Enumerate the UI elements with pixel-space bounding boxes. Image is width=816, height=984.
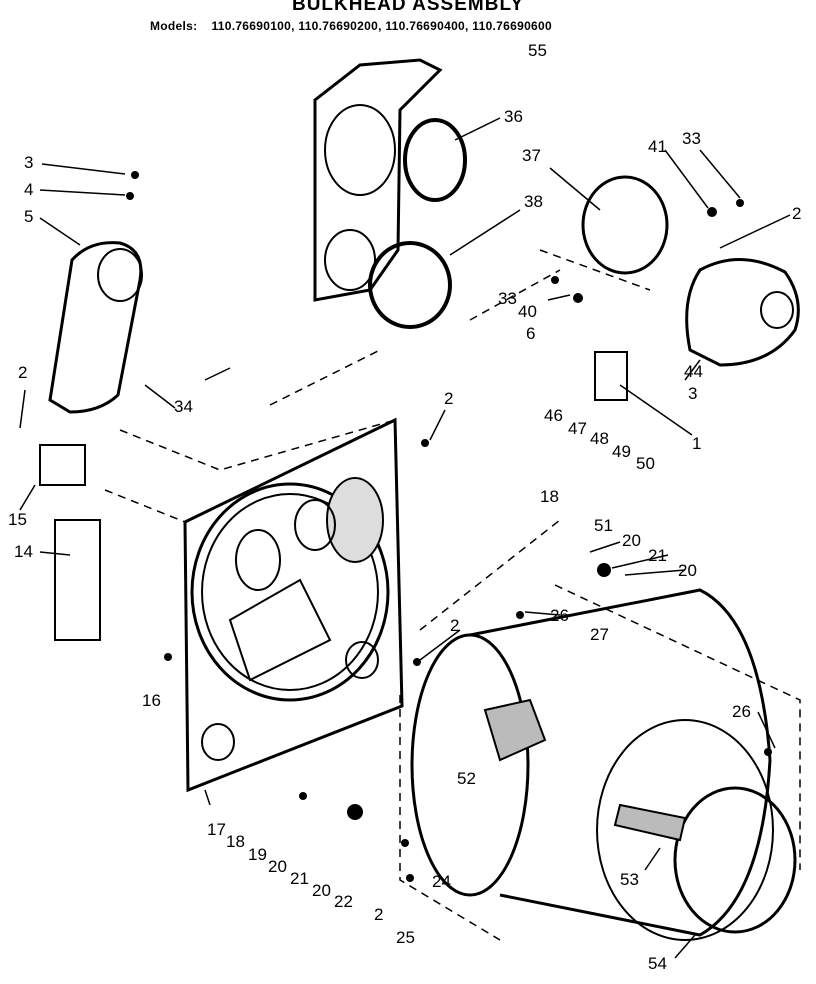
callout-22: 22 [334,892,353,911]
upper-duct [313,58,467,329]
callout-33: 33 [498,289,517,308]
callout-47: 47 [568,419,587,438]
callout-50: 50 [636,454,655,473]
callout-24: 24 [432,872,451,891]
models-line: Models: 110.76690100, 110.76690200, 110.7… [150,19,552,33]
callout-38: 38 [524,192,543,211]
callout-36: 36 [504,107,523,126]
callout-54: 54 [648,954,667,973]
callout-52: 52 [457,769,476,788]
callout-34: 34 [174,397,193,416]
bulkhead-panel [183,417,404,793]
callout-40: 40 [518,302,537,321]
callout-48: 48 [590,429,609,448]
callout-26: 26 [550,606,569,625]
diagram-title: BULKHEAD ASSEMBLY [291,0,524,15]
callout-1: 1 [692,434,702,453]
drum [410,588,797,941]
callout-19: 19 [248,845,267,864]
callout-15: 15 [8,510,27,529]
callout-3: 3 [24,153,34,172]
callout-17: 17 [207,820,226,839]
callout-14: 14 [14,542,33,561]
callout-49: 49 [612,442,631,461]
callout-33: 33 [682,129,701,148]
callout-3: 3 [688,384,698,403]
callout-2: 2 [792,204,802,223]
callout-21: 21 [290,869,309,888]
blower-assembly [581,175,800,401]
callout-5: 5 [24,207,34,226]
callout-20: 20 [622,531,641,550]
callout-46: 46 [544,406,563,425]
callout-44: 44 [684,362,703,381]
callout-20: 20 [312,881,331,900]
callout-53: 53 [620,870,639,889]
callout-27: 27 [590,625,609,644]
callout-41: 41 [648,137,667,156]
callout-18: 18 [540,487,559,506]
callout-6: 6 [526,324,536,343]
callout-16: 16 [142,691,161,710]
callout-20: 20 [678,561,697,580]
models-label: Models: [150,19,198,33]
callout-37: 37 [522,146,541,165]
callout-51: 51 [594,516,613,535]
callout-4: 4 [24,180,34,199]
callout-18: 18 [226,832,245,851]
left-duct [39,241,143,641]
callout-2: 2 [450,616,460,635]
callout-2: 2 [18,363,28,382]
models-list: 110.76690100, 110.76690200, 110.76690400… [211,19,552,33]
callout-20: 20 [268,857,287,876]
callout-26: 26 [732,702,751,721]
callout-2: 2 [444,389,454,408]
callout-55: 55 [528,41,547,60]
callout-21: 21 [648,546,667,565]
callout-25: 25 [396,928,415,947]
callout-2: 2 [374,905,384,924]
